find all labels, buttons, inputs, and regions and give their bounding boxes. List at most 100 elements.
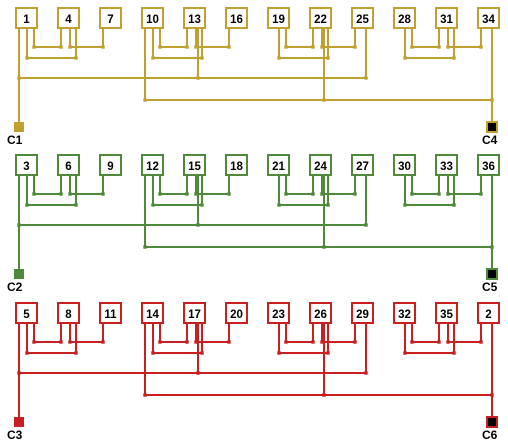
slot-label: 34 (482, 14, 495, 26)
coil-bridge-next (321, 28, 356, 48)
junction-dot (200, 56, 204, 60)
junction-dot (320, 45, 324, 49)
slot-label: 35 (440, 309, 453, 321)
terminal-start-label: C3 (7, 428, 23, 442)
coil-bridge-inner (33, 28, 62, 48)
junction-dot (446, 192, 450, 196)
coil-bridge-inner (33, 175, 62, 195)
terminal-start-label: C1 (7, 133, 23, 147)
junction-dot (143, 245, 147, 249)
slot-box (15, 302, 38, 324)
slot-label: 25 (356, 14, 369, 26)
slot-label: 33 (440, 161, 453, 173)
slot-label: 4 (65, 14, 72, 26)
coil-bridge-next (447, 175, 482, 195)
slot-label: 6 (65, 161, 71, 173)
slot-label: 17 (188, 309, 201, 321)
coil-bridge-next (447, 28, 482, 48)
coil-bridge-inner (285, 175, 314, 195)
junction-dot (185, 340, 189, 344)
junction-dot (403, 203, 407, 207)
coil-bridge-inner (411, 28, 440, 48)
coil-bridge-inner (159, 28, 188, 48)
coil-bridge-next (69, 175, 104, 195)
slot-label: 16 (230, 14, 243, 26)
slot-box (309, 302, 332, 324)
junction-dot (452, 56, 456, 60)
junction-dot (353, 340, 357, 344)
junction-dot (446, 45, 450, 49)
slot-label: 19 (272, 14, 285, 26)
junction-dot (452, 203, 456, 207)
terminal-end-marker (486, 268, 498, 280)
slot-label: 11 (104, 309, 117, 321)
junction-dot (364, 76, 368, 80)
junction-dot (32, 192, 36, 196)
junction-dot (32, 45, 36, 49)
coil-bridge-lower (152, 175, 203, 206)
slot-label: 32 (398, 309, 411, 321)
junction-dot (32, 340, 36, 344)
slot-box (225, 302, 248, 324)
coil-bridge-lower (152, 28, 203, 59)
junction-dot (59, 340, 63, 344)
coil-bridge-next (195, 323, 230, 343)
slot-label: 28 (398, 14, 411, 26)
slot-label: 29 (356, 309, 369, 321)
slot-box (15, 154, 38, 176)
junction-dot (59, 45, 63, 49)
junction-dot (410, 45, 414, 49)
junction-dot (284, 192, 288, 196)
junction-dot (25, 351, 29, 355)
junction-dot (311, 192, 315, 196)
junction-dot (403, 56, 407, 60)
junction-dot (364, 223, 368, 227)
junction-dot (194, 340, 198, 344)
slot-label: 31 (440, 14, 453, 26)
slot-box (351, 154, 374, 176)
junction-dot (446, 340, 450, 344)
junction-dot (194, 45, 198, 49)
slot-box (183, 302, 206, 324)
junction-dot (311, 340, 315, 344)
slot-label: 12 (146, 161, 159, 173)
junction-dot (437, 45, 441, 49)
coil-bridge-lower (278, 323, 329, 354)
slot-box (267, 7, 290, 29)
terminal-end-marker (486, 121, 498, 133)
slot-box (435, 302, 458, 324)
slot-label: 30 (398, 161, 411, 173)
terminal-start-label: C2 (7, 280, 23, 294)
slot-label: 5 (23, 309, 30, 321)
junction-dot (194, 192, 198, 196)
slot-box (267, 302, 290, 324)
coil-bridge-lower (152, 323, 203, 354)
coil-bridge-inner (285, 28, 314, 48)
slot-box (393, 154, 416, 176)
terminal-end-label: C4 (482, 133, 498, 147)
coil-bridge-lower (404, 28, 455, 59)
slot-box (57, 302, 80, 324)
junction-dot (196, 223, 200, 227)
slot-box (141, 302, 164, 324)
slot-box (351, 7, 374, 29)
terminal-end-label: C6 (482, 428, 498, 442)
coil-bridge-next (69, 323, 104, 343)
slot-label: 23 (272, 309, 285, 321)
terminal-start-marker (14, 417, 24, 427)
terminal-end-marker (486, 416, 498, 428)
terminal-start-marker (14, 269, 24, 279)
coil-bridge-next (195, 175, 230, 195)
junction-dot (277, 203, 281, 207)
junction-dot (151, 56, 155, 60)
coil-bridge-lower (404, 175, 455, 206)
coil-bridge-next (69, 28, 104, 48)
slot-label: 2 (485, 309, 491, 321)
slot-label: 26 (314, 309, 327, 321)
slot-label: 10 (146, 14, 159, 26)
junction-dot (200, 203, 204, 207)
junction-dot (479, 340, 483, 344)
junction-dot (284, 45, 288, 49)
